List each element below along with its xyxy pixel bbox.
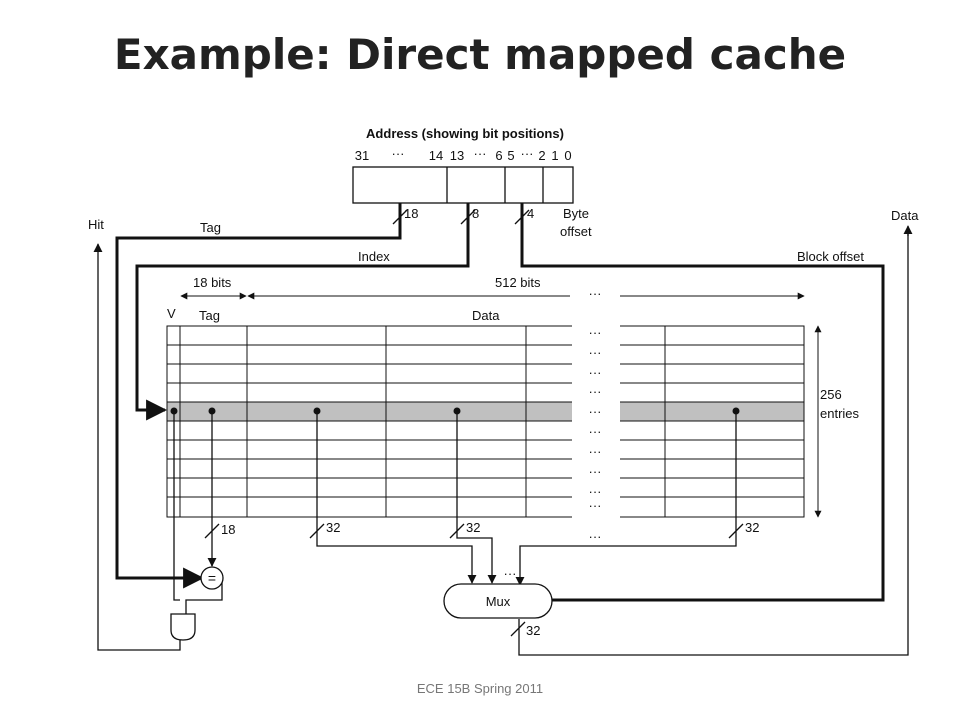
address-register (352, 166, 574, 204)
bit-ellipsis-2: ··· (474, 146, 487, 161)
entries-count: 256 (820, 387, 842, 402)
tag-wire-label: Tag (200, 220, 221, 235)
mux-inputs-ellipsis: ··· (504, 566, 517, 581)
mux (443, 583, 553, 619)
bit-5: 5 (507, 148, 514, 163)
word-width-b: 32 (466, 520, 480, 535)
bit-6: 6 (495, 148, 502, 163)
mux-label: Mux (486, 594, 511, 609)
row-ellipsis: ··· (589, 384, 602, 399)
col-data-header: Data (472, 308, 500, 323)
tag-bits-label: 18 bits (193, 275, 232, 290)
data-bits-label: 512 bits (495, 275, 541, 290)
byte-offset-label-1: Byte (563, 206, 589, 221)
data-out-label: Data (891, 208, 919, 223)
tap-dots (170, 407, 740, 415)
bit-position-labels: 31 ··· 14 13 ··· 6 5 ··· 2 1 0 (355, 146, 572, 163)
width-tag: 18 (404, 206, 418, 221)
word-width-c: 32 (745, 520, 759, 535)
mux-out-width: 32 (526, 623, 540, 638)
address-heading: Address (showing bit positions) (366, 126, 564, 141)
byte-offset-label-2: offset (560, 224, 592, 239)
ellipsis-gap (572, 320, 620, 524)
slide-footer: ECE 15B Spring 2011 (416, 681, 544, 696)
entries-label: entries (820, 406, 860, 421)
row-ellipsis: ··· (589, 404, 602, 419)
col-tag-header: Tag (199, 308, 220, 323)
hit-label: Hit (88, 217, 104, 232)
bit-31: 31 (355, 148, 369, 163)
data-bits-ellipsis: ··· (589, 286, 602, 301)
bit-1: 1 (551, 148, 558, 163)
row-ellipsis: ··· (589, 345, 602, 360)
row-ellipsis: ··· (589, 484, 602, 499)
bit-14: 14 (429, 148, 443, 163)
row-ellipsis: ··· (589, 325, 602, 340)
tag-comparator (200, 566, 224, 590)
bit-13: 13 (450, 148, 464, 163)
cache-array (166, 320, 805, 524)
row-ellipsis: ··· (589, 365, 602, 380)
row-ellipsis: ··· (589, 464, 602, 479)
width-offset: 4 (527, 206, 534, 221)
row-ellipsis: ··· (589, 424, 602, 439)
tag-compare-width: 18 (221, 522, 235, 537)
bit-ellipsis-3: ··· (521, 146, 534, 161)
row-ellipses: ··· ··· ··· ··· ··· ··· ··· ··· ··· ··· … (589, 325, 602, 544)
word-width-a: 32 (326, 520, 340, 535)
row-ellipsis: ··· (589, 498, 602, 513)
block-offset-label: Block offset (797, 249, 864, 264)
row-ellipsis: ··· (589, 444, 602, 459)
bit-ellipsis-1: ··· (392, 146, 405, 161)
bit-0: 0 (564, 148, 571, 163)
slide-title: Example: Direct mapped cache (113, 30, 847, 79)
index-wire-label: Index (358, 249, 390, 264)
bus-slashes (204, 209, 744, 637)
selected-row (167, 402, 804, 421)
and-gate (170, 613, 196, 641)
row-ellipsis: ··· (589, 529, 602, 544)
width-index: 8 (472, 206, 479, 221)
bit-2: 2 (538, 148, 545, 163)
col-v-header: V (167, 306, 176, 321)
comparator-symbol: = (208, 570, 216, 586)
